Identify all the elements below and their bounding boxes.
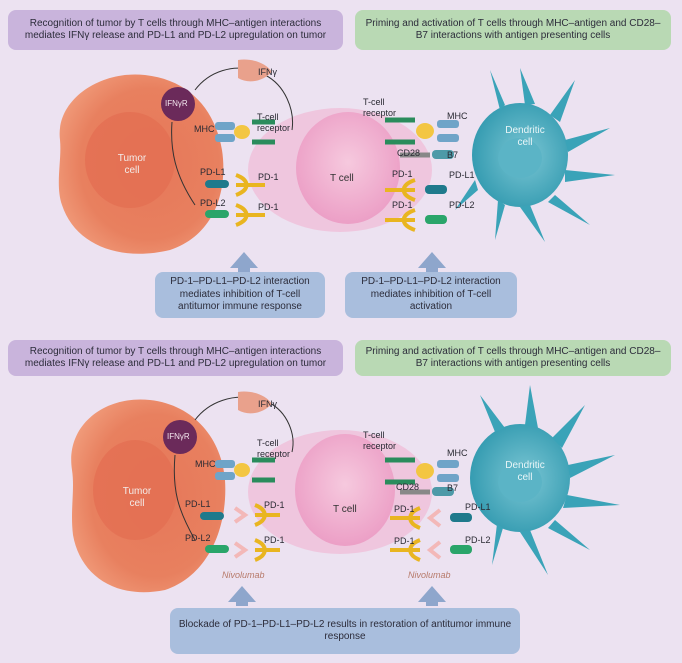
- bottom-left-caption: Recognition of tumor by T cells through …: [8, 340, 343, 376]
- b7-label-top: B7: [447, 150, 459, 160]
- mhc-right-label-bottom: MHC: [447, 448, 468, 458]
- pd1-l1-label-bottom: PD-1: [264, 500, 285, 510]
- tumor-nucleus-bottom: [93, 440, 177, 540]
- tcell-nucleus-top: [296, 112, 400, 224]
- ifng-label-top: IFNγ: [258, 67, 277, 77]
- ifng-arrow2-top: [264, 74, 294, 131]
- pd1-r2-label-top: PD-1: [392, 200, 413, 210]
- pd1-r1-label-bottom: PD-1: [394, 504, 415, 514]
- pdl1-left-label-top: PD-L1: [200, 167, 226, 177]
- pdl2-left-label-bottom: PD-L2: [185, 533, 211, 543]
- mhc-left-label-bottom: MHC: [195, 459, 216, 469]
- left-synapse-bottom: [200, 457, 280, 562]
- ifng-shape-top: [238, 59, 272, 82]
- up-arrow-left-top: [230, 252, 258, 272]
- dendritic-cell-top: [455, 68, 615, 242]
- pd1-l2-label-bottom: PD-1: [264, 535, 285, 545]
- mhc-right-label-top: MHC: [447, 111, 468, 121]
- ifngr-arrow-down-top: [171, 121, 196, 206]
- top-bottom-right-caption: PD-1–PD-L1–PD-L2 interaction mediates in…: [345, 272, 517, 318]
- ifngr-circle-bottom: [163, 420, 197, 454]
- nivolumab-left-label: Nivolumab: [222, 570, 265, 580]
- tumor-label-top: Tumor cell: [117, 153, 147, 176]
- pd1-l2-label-top: PD-1: [258, 202, 279, 212]
- tumor-nucleus-top: [85, 112, 175, 208]
- top-panel: [58, 59, 615, 272]
- ifngr-circle-top: [161, 87, 195, 121]
- tumor-label-bottom: Tumor cell: [122, 486, 152, 509]
- cd28-label-top: CD28: [397, 148, 421, 158]
- left-synapse-top: [205, 119, 275, 227]
- ifngr-arrow-down-bottom: [173, 454, 196, 541]
- tcell-label-bottom: T cell: [333, 504, 357, 515]
- pdl1-right-label-bottom: PD-L1: [465, 502, 491, 512]
- tcr-left-label-top: T-cell receptor: [257, 112, 291, 133]
- pdl2-right-label-top: PD-L2: [449, 200, 475, 210]
- dendritic-label-bottom: Dendritic cell: [505, 460, 545, 483]
- pd1-l1-label-top: PD-1: [258, 172, 279, 182]
- pdl2-right-label-bottom: PD-L2: [465, 535, 491, 545]
- ifngr-label-top: IFNγR: [165, 99, 188, 108]
- b7-label-bottom: B7: [447, 483, 459, 493]
- bottom-blockade-caption: Blockade of PD-1–PD-L1–PD-L2 results in …: [170, 608, 520, 654]
- pd1-r2-label-bottom: PD-1: [394, 536, 415, 546]
- up-arrow-right-bottom: [418, 586, 446, 606]
- pdl1-right-label-top: PD-L1: [449, 170, 475, 180]
- top-right-caption: Priming and activation of T cells throug…: [355, 10, 671, 50]
- nivolumab-right-label: Nivolumab: [408, 570, 451, 580]
- tcell-label-top: T cell: [330, 173, 354, 184]
- right-synapse-bottom: [385, 457, 472, 562]
- top-bottom-left-caption: PD-1–PD-L1–PD-L2 interaction mediates in…: [155, 272, 325, 318]
- ifng-arrow2-bottom: [267, 401, 294, 453]
- dendritic-label-top: Dendritic cell: [505, 125, 545, 148]
- tcr-right-label-top: T-cell receptor: [363, 97, 397, 118]
- right-synapse-top: [385, 117, 459, 232]
- tcr-right-label-bottom: T-cell receptor: [363, 430, 397, 451]
- ifngr-label-bottom: IFNγR: [167, 432, 190, 441]
- bottom-panel: [71, 385, 620, 606]
- mhc-left-label-top: MHC: [194, 124, 215, 134]
- ifng-label-bottom: IFNγ: [258, 399, 277, 409]
- pdl1-left-label-bottom: PD-L1: [185, 499, 211, 509]
- up-arrow-left-bottom: [228, 586, 256, 606]
- up-arrow-right-top: [418, 252, 446, 272]
- bottom-right-caption: Priming and activation of T cells throug…: [355, 340, 671, 376]
- tcr-left-label-bottom: T-cell receptor: [257, 438, 291, 459]
- dendritic-cell-bottom: [470, 385, 620, 575]
- tcell-nucleus-bottom: [295, 434, 395, 546]
- top-left-caption: Recognition of tumor by T cells through …: [8, 10, 343, 50]
- ifng-shape-bottom: [238, 391, 272, 414]
- cd28-label-bottom: CD28: [396, 482, 420, 492]
- pdl2-left-label-top: PD-L2: [200, 198, 226, 208]
- pd1-r1-label-top: PD-1: [392, 169, 413, 179]
